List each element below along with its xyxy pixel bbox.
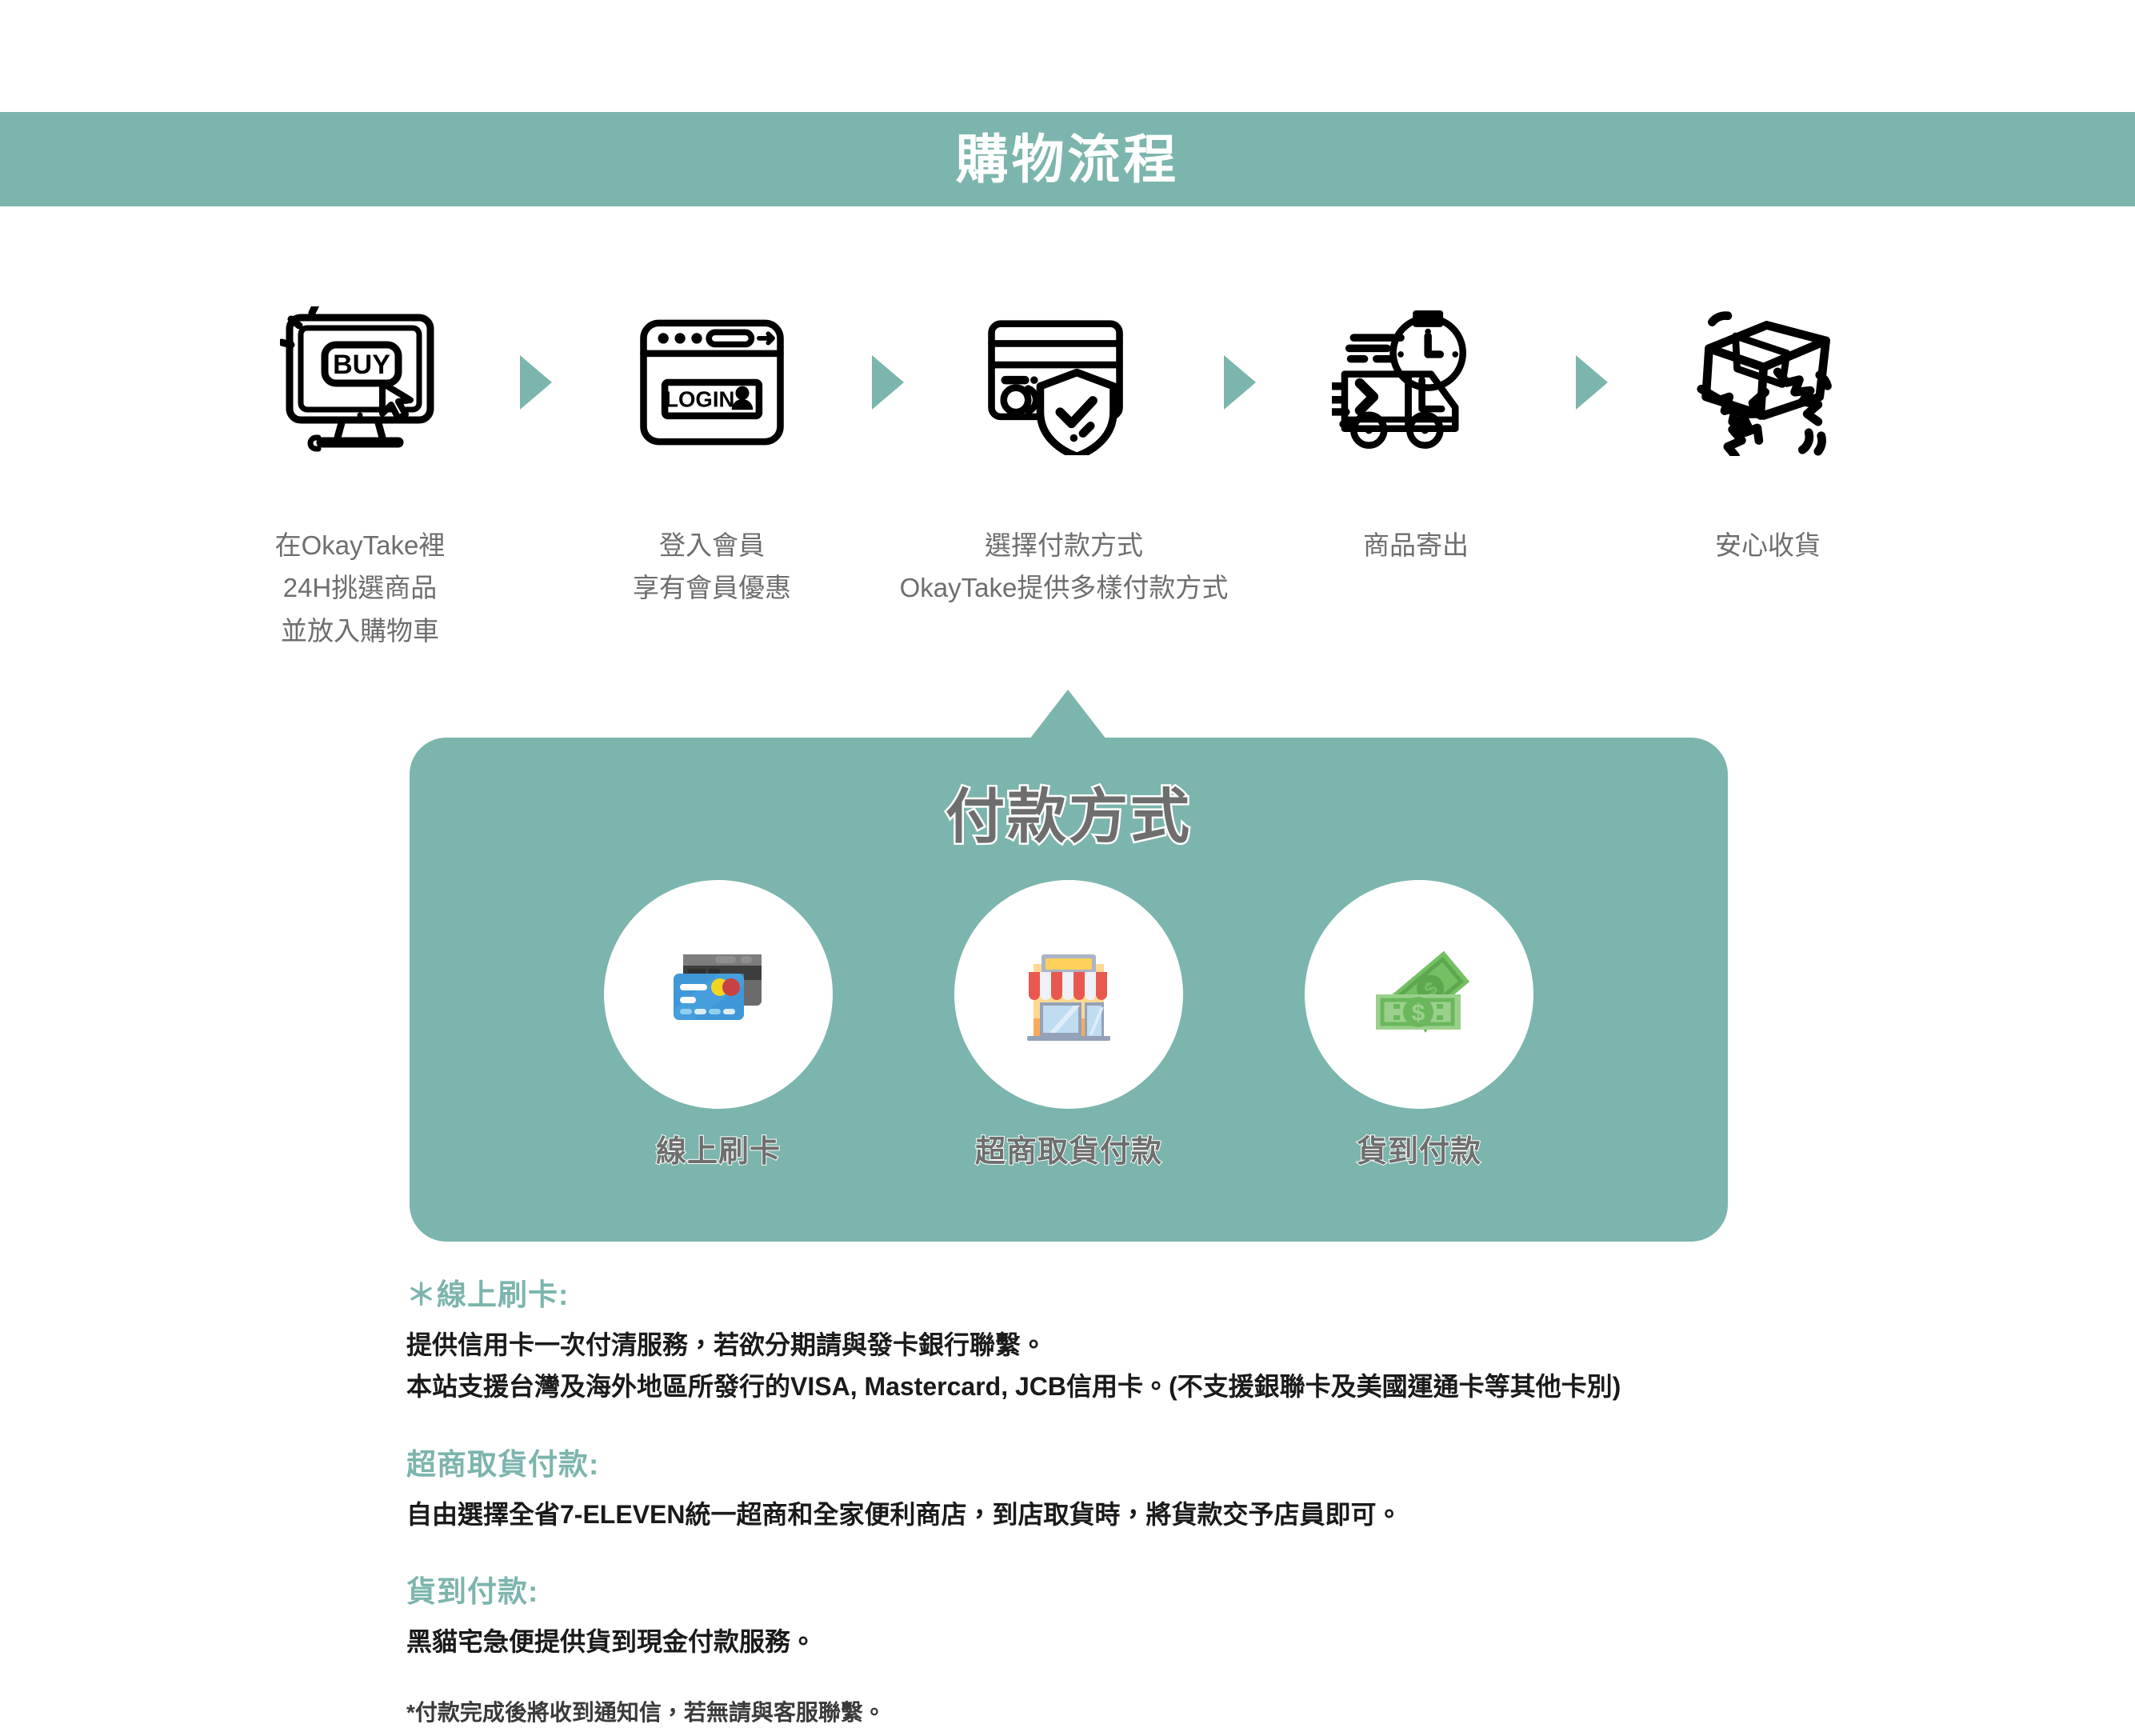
flow-step-2-line-2: 享有會員優惠	[633, 573, 791, 603]
shopping-flow-labels: 在OkayTake裡 24H挑選商品 並放入購物車 登入會員 享有會員優惠 選擇…	[240, 524, 1920, 652]
flow-step-1-line-3: 並放入購物車	[281, 615, 439, 646]
flow-arrow-2	[832, 296, 944, 468]
note-line-0-1: 本站支援台灣及海外地區所發行的VISA, Mastercard, JCB信用卡。…	[406, 1371, 1621, 1401]
panel-pointer-triangle	[1030, 690, 1106, 739]
flow-step-3-line-1: 選擇付款方式	[985, 530, 1143, 560]
payment-notes: ＊線上刷卡: 提供信用卡一次付清服務，若欲分期請與發卡銀行聯繫。 本站支援台灣及…	[406, 1270, 2006, 1727]
payment-method-label-2: 貨到付款	[1356, 1134, 1481, 1170]
note-line-2-0: 黑貓宅急便提供貨到現金付款服務。	[406, 1627, 817, 1657]
note-block-online-card: ＊線上刷卡: 提供信用卡一次付清服務，若欲分期請與發卡銀行聯繫。 本站支援台灣及…	[406, 1270, 2006, 1408]
payment-panel-title: 付款方式	[944, 782, 1192, 851]
flow-step-3	[944, 296, 1184, 468]
monitor-buy-icon: BUY	[268, 296, 452, 468]
flow-arrow-3	[1184, 296, 1296, 468]
flow-step-2: LOGIN	[592, 296, 832, 468]
payment-method-label-0: 線上刷卡	[655, 1134, 781, 1170]
flow-step-1-line-2: 24H挑選商品	[282, 573, 438, 603]
flow-step-4	[1296, 296, 1536, 468]
payment-methods-list: 線上刷卡	[410, 880, 1728, 1170]
note-block-store-pickup: 超商取貨付款: 自由選擇全省7-ELEVEN統一超商和全家便利商店，到店取貨時，…	[406, 1440, 2006, 1536]
payment-method-store-pickup[interactable]: 超商取貨付款	[953, 880, 1185, 1170]
flow-step-5-label: 安心收貨	[1648, 524, 1888, 566]
payment-method-label-1: 超商取貨付款	[974, 1134, 1162, 1170]
credit-card-icon	[604, 880, 833, 1109]
delivery-truck-clock-icon	[1324, 296, 1508, 468]
note-heading-0: ＊線上刷卡:	[406, 1278, 570, 1311]
note-footer: *付款完成後將收到通知信，若無請與客服聯繫。	[406, 1700, 886, 1726]
flow-arrow-1	[480, 296, 592, 468]
flow-step-3-label: 選擇付款方式 OkayTake提供多樣付款方式	[900, 524, 1229, 610]
flow-step-1: BUY	[240, 296, 480, 468]
page-header-banner: 購物流程	[0, 112, 2135, 206]
payment-methods-panel: 付款方式	[410, 738, 1728, 1242]
convenience-store-icon	[954, 880, 1183, 1109]
note-block-cash-on-delivery: 貨到付款: 黑貓宅急便提供貨到現金付款服務。	[406, 1567, 2006, 1663]
note-heading-1: 超商取貨付款:	[406, 1447, 600, 1481]
note-line-1-0: 自由選擇全省7-ELEVEN統一超商和全家便利商店，到店取貨時，將貨款交予店員即…	[406, 1499, 1402, 1529]
flow-step-5	[1648, 296, 1888, 468]
flow-arrow-4	[1536, 296, 1648, 468]
payment-method-cash-on-delivery[interactable]: $ $ 貨到付款	[1303, 880, 1535, 1170]
shopping-flow-steps: BUY LOGIN	[240, 296, 1920, 528]
note-line-0-0: 提供信用卡一次付清服務，若欲分期請與發卡銀行聯繫。	[406, 1330, 1047, 1359]
page-title: 購物流程	[955, 130, 1180, 189]
cash-banknote-icon: $ $	[1305, 880, 1533, 1109]
browser-login-icon: LOGIN	[620, 296, 804, 468]
flow-step-4-line-1: 商品寄出	[1363, 530, 1469, 560]
flow-step-3-line-2: OkayTake提供多樣付款方式	[899, 573, 1229, 603]
payment-method-online-card[interactable]: 線上刷卡	[602, 880, 834, 1170]
flow-step-5-line-1: 安心收貨	[1715, 530, 1821, 560]
note-heading-2: 貨到付款:	[406, 1575, 539, 1609]
svg-text:LOGIN: LOGIN	[665, 386, 734, 411]
flow-step-2-label: 登入會員 享有會員優惠	[592, 524, 832, 610]
flow-step-4-label: 商品寄出	[1296, 524, 1536, 566]
hands-receiving-box-icon	[1676, 296, 1860, 468]
credit-card-shield-icon	[972, 296, 1156, 468]
flow-step-1-label: 在OkayTake裡 24H挑選商品 並放入購物車	[240, 524, 480, 652]
svg-text:$: $	[1412, 1000, 1425, 1026]
flow-step-2-line-1: 登入會員	[659, 530, 765, 560]
svg-text:BUY: BUY	[333, 350, 390, 380]
flow-step-1-line-1: 在OkayTake裡	[274, 530, 446, 560]
